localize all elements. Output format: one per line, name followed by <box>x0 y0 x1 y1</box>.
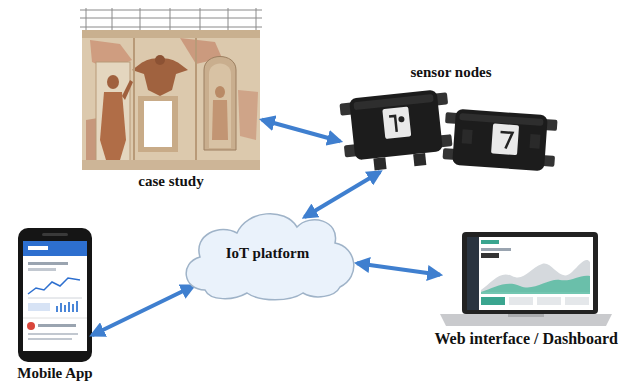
text-holder: case study <box>138 173 203 190</box>
caption-label: sensor nodes <box>411 64 492 81</box>
caption-label: case study <box>138 173 203 190</box>
laptop-illustration <box>440 232 612 326</box>
text-holder: Web interface / Dashboard <box>434 330 618 347</box>
caption-label: Web interface / Dashboard <box>434 330 618 347</box>
sensor-illustration <box>339 88 558 173</box>
sensor-node-group: sensor nodes <box>340 84 562 172</box>
text-holder: Mobile App <box>17 365 92 382</box>
node-label: IoT platform <box>226 245 309 262</box>
facade-illustration <box>80 8 262 170</box>
cloud-shape <box>186 214 354 300</box>
text-holder: IoT platform <box>175 205 360 302</box>
double-arrow <box>92 286 194 335</box>
double-arrow <box>357 263 440 275</box>
phone-illustration <box>18 228 92 362</box>
double-arrow <box>305 172 381 217</box>
double-arrow <box>262 120 340 141</box>
caption-label: Mobile App <box>17 365 92 382</box>
mobile-app-node: Mobile App <box>18 228 92 362</box>
dashboard-node: Web interface / Dashboard <box>440 232 612 327</box>
cloud-platform: IoT platform <box>175 205 360 302</box>
text-holder: sensor nodes <box>411 64 492 81</box>
case-study-node: case study <box>80 8 262 170</box>
